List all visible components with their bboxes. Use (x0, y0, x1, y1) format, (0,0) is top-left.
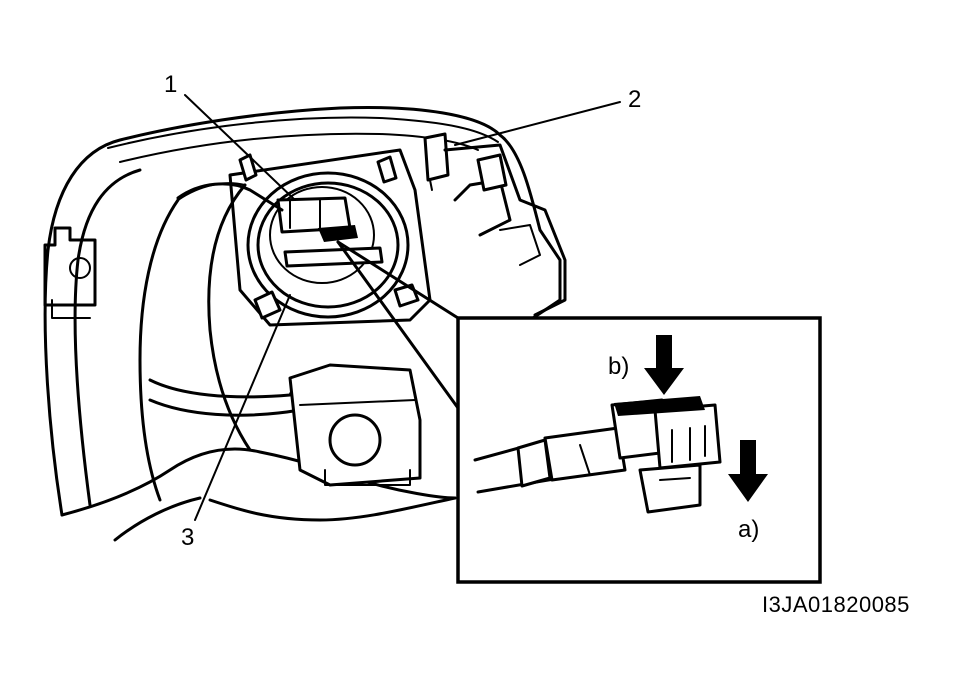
callout-1: 1 (164, 71, 178, 98)
reference-code: I3JA01820085 (762, 592, 910, 617)
callout-3: 3 (181, 524, 195, 551)
inset-detail (456, 316, 822, 584)
callout-2: 2 (628, 86, 642, 113)
inset-label-b: b) (608, 353, 630, 380)
side-connector-2 (423, 132, 567, 317)
steering-wheel-body (43, 106, 562, 542)
center-hub (176, 148, 432, 327)
leader-lines (184, 94, 621, 521)
inset-label-a: a) (738, 516, 760, 543)
